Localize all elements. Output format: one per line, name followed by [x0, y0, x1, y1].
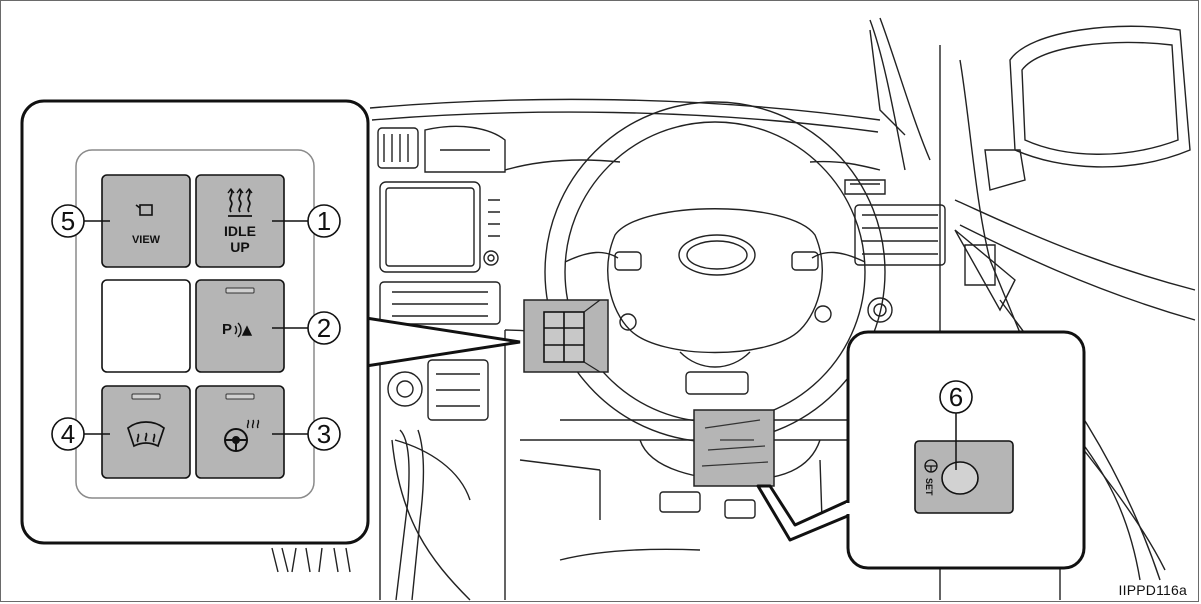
- idle-up-button[interactable]: IDLE UP: [195, 174, 285, 268]
- parking-sensor-button[interactable]: P: [195, 279, 285, 373]
- idle-up-label-line1: IDLE: [224, 223, 256, 239]
- view-button[interactable]: VIEW: [101, 174, 191, 268]
- parking-sensor-icon: [234, 322, 253, 338]
- indicator-light: [131, 393, 161, 400]
- blank-switch: [101, 279, 191, 373]
- camera-view-icon: [135, 204, 153, 216]
- svg-text:1: 1: [317, 206, 331, 236]
- figure-code: IIPPD116a: [1118, 582, 1187, 598]
- steering-set-icon: [924, 459, 938, 473]
- callout-5: 5: [51, 204, 110, 238]
- callout-2: 2: [272, 311, 341, 345]
- svg-text:6: 6: [949, 382, 963, 412]
- svg-text:4: 4: [61, 419, 75, 449]
- callout-1: 1: [272, 204, 341, 238]
- svg-text:2: 2: [317, 313, 331, 343]
- idle-up-label-line2: UP: [230, 239, 249, 255]
- view-button-label: VIEW: [132, 234, 161, 246]
- callout-3: 3: [272, 417, 341, 451]
- indicator-light: [225, 393, 255, 400]
- set-switch-label: SET: [924, 478, 934, 496]
- callout-6: 6: [939, 380, 973, 470]
- switch-cluster-location: [523, 299, 609, 373]
- windshield-deicer-icon: [127, 421, 165, 448]
- svg-text:3: 3: [317, 419, 331, 449]
- heater-waves-icon: [227, 187, 253, 217]
- windshield-deicer-button[interactable]: [101, 385, 191, 479]
- indicator-light: [225, 287, 255, 294]
- set-switch-knob[interactable]: [941, 461, 979, 495]
- heated-steering-wheel-icon: [224, 419, 260, 452]
- callout-4: 4: [51, 417, 110, 451]
- set-switch[interactable]: SET: [914, 440, 1014, 514]
- svg-text:5: 5: [61, 206, 75, 236]
- set-switch-location: [693, 409, 775, 487]
- parking-sensor-label: P: [222, 321, 232, 338]
- heated-steering-button[interactable]: [195, 385, 285, 479]
- dashboard-line-art: [271, 17, 1196, 601]
